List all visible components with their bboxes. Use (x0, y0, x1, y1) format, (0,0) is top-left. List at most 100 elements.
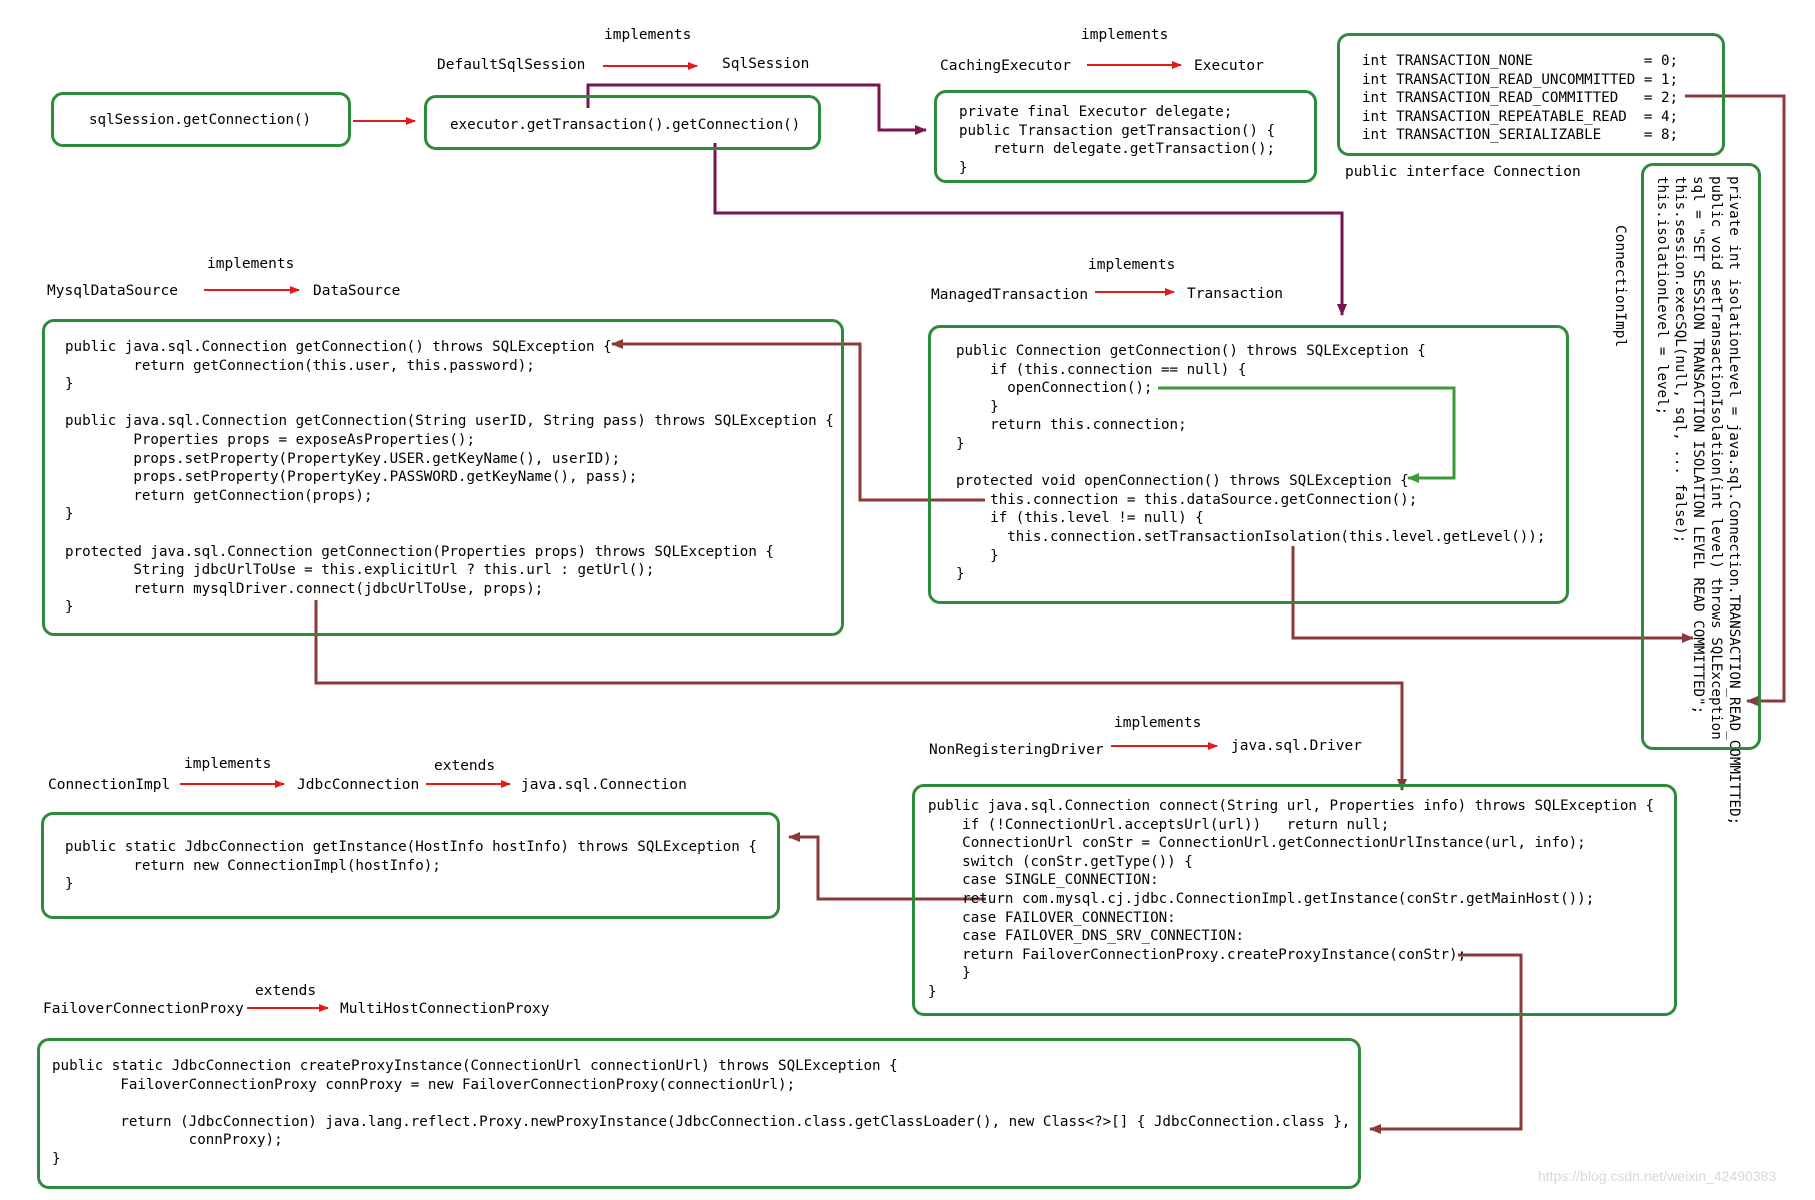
managedtransaction-box: public Connection getConnection() throws… (928, 325, 1569, 604)
code-executor-gettransaction: executor.getTransaction().getConnection(… (450, 117, 801, 133)
code-line: } (928, 984, 937, 1000)
code-sqlsession-getconnection: sqlSession.getConnection() (89, 112, 312, 128)
code-line: sql = "SET SESSION TRANSACTION ISOLATION… (1690, 176, 1706, 715)
code-line: public java.sql.Connection getConnection… (65, 413, 834, 430)
watermark: https://blog.csdn.net/weixin_42490383 (1538, 1168, 1777, 1184)
code-line: return this.connection; (956, 417, 1187, 434)
code-line: FailoverConnectionProxy connProxy = new … (52, 1076, 796, 1093)
flow-executor-to-cachingexecutor (586, 83, 927, 135)
transaction-label: Transaction (1187, 286, 1284, 302)
code-line: props.setProperty(PropertyKey.USER.getKe… (65, 450, 621, 467)
code-line: if (this.connection == null) { (956, 361, 1247, 378)
code-line: } (956, 566, 965, 583)
code-line: case SINGLE_CONNECTION: (928, 872, 1159, 889)
cachingexecutor-label: CachingExecutor (940, 58, 1071, 74)
extends-label: extends (434, 758, 496, 774)
code-line: return com.mysql.cj.jdbc.ConnectionImpl.… (928, 891, 1595, 907)
executor-label: Executor (1194, 58, 1264, 74)
jdbcconnection-label: JdbcConnection (297, 777, 420, 793)
code-line: case FAILOVER_DNS_SRV_CONNECTION: (928, 928, 1245, 945)
mysqldatasource-label: MysqlDataSource (47, 283, 178, 299)
code-line: public static JdbcConnection createProxy… (52, 1058, 898, 1074)
flow-datasource-getconnection (611, 339, 985, 502)
implements-label: implements (1114, 715, 1202, 731)
failoverproxy-box: public static JdbcConnection createProxy… (37, 1038, 1361, 1189)
code-line: return getConnection(this.user, this.pas… (65, 357, 535, 374)
code-line: ConnectionUrl conStr = ConnectionUrl.get… (928, 835, 1586, 852)
flow-createproxyinstance (1369, 953, 1523, 1134)
code-line: } (956, 436, 965, 452)
mysqldatasource-box: public java.sql.Connection getConnection… (42, 319, 844, 636)
jdbcconnection-getinstance-box: public static JdbcConnection getInstance… (41, 812, 780, 919)
code-line: props.setProperty(PropertyKey.PASSWORD.g… (65, 469, 638, 486)
code-line: if (this.level != null) { (956, 510, 1204, 527)
code-line: case FAILOVER_CONNECTION: (928, 909, 1176, 926)
code-line: } (65, 599, 74, 616)
code-line: String jdbcUrlToUse = this.explicitUrl ?… (65, 562, 655, 579)
isolation-constants-box: int TRANSACTION_NONE = 0; int TRANSACTIO… (1337, 33, 1725, 156)
code-line: return mysqlDriver.connect(jdbcUrlToUse,… (65, 580, 544, 597)
flow-connectionimpl-getinstance (788, 832, 986, 901)
code-line: public Transaction getTransaction() { (959, 122, 1276, 139)
code-line: this.connection = this.dataSource.getCon… (956, 491, 1418, 508)
flow-driver-connect (314, 600, 1407, 791)
flow-read-committed-constant (1685, 94, 1786, 706)
sqlsession-getconnection-box: sqlSession.getConnection() (51, 92, 351, 147)
implements-label: implements (207, 256, 295, 272)
failoverconnectionproxy-label: FailoverConnectionProxy (43, 1001, 244, 1017)
code-line: public static JdbcConnection getInstance… (65, 839, 757, 855)
nonregisteringdriver-box: public java.sql.Connection connect(Strin… (912, 784, 1677, 1016)
code-line: } (52, 1151, 61, 1167)
managedtransaction-label: ManagedTransaction (931, 287, 1089, 303)
code-line: connProxy); (52, 1132, 283, 1149)
implements-label: implements (604, 27, 692, 43)
code-line: } (956, 398, 999, 415)
java-sql-driver-label: java.sql.Driver (1231, 738, 1362, 754)
implements-label: implements (1088, 257, 1176, 273)
code-line: public java.sql.Connection getConnection… (65, 339, 612, 355)
flow-gettransaction-to-managedtransaction (713, 143, 1347, 316)
extends-label: extends (255, 983, 317, 999)
implements-label: implements (1081, 27, 1169, 43)
code-line: this.connection.setTransactionIsolation(… (956, 529, 1546, 545)
code-line: public void setTransactionIsolation(int … (1708, 176, 1724, 740)
code-line: return delegate.getTransaction(); (959, 141, 1276, 158)
connectionimpl-isolation-box: private int isolationLevel = java.sql.Co… (1641, 163, 1761, 825)
code-line: int TRANSACTION_NONE = 0; (1362, 53, 1679, 69)
code-line: return FailoverConnectionProxy.createPro… (928, 946, 1467, 963)
code-line: } (65, 876, 74, 893)
connectionimpl-label: ConnectionImpl (48, 777, 171, 793)
code-line: protected java.sql.Connection getConnect… (65, 543, 774, 560)
code-line: private final Executor delegate; (959, 104, 1233, 120)
multihostconnectionproxy-label: MultiHostConnectionProxy (340, 1001, 550, 1017)
code-line: } (65, 376, 74, 393)
sqlsession-label: SqlSession (722, 56, 810, 72)
code-line: return getConnection(props); (65, 487, 373, 504)
nonregisteringdriver-label: NonRegisteringDriver (929, 742, 1104, 758)
cachingexecutor-box: private final Executor delegate; public … (934, 90, 1317, 183)
flow-settransactionisolation (1291, 546, 1694, 643)
code-line: openConnection(); (956, 380, 1153, 397)
code-line: private int isolationLevel = java.sql.Co… (1726, 176, 1742, 826)
code-line: int TRANSACTION_READ_COMMITTED = 2; (1362, 90, 1679, 107)
code-line: protected void openConnection() throws S… (956, 473, 1409, 490)
code-line: } (959, 159, 968, 176)
code-line: int TRANSACTION_SERIALIZABLE = 8; (1362, 127, 1679, 144)
code-line: if (!ConnectionUrl.acceptsUrl(url)) retu… (928, 816, 1390, 833)
java-sql-connection-label: java.sql.Connection (521, 777, 687, 793)
code-line: Properties props = exposeAsProperties(); (65, 432, 475, 448)
code-line: } (956, 547, 999, 564)
code-line: this.isolationLevel = level; (1654, 176, 1670, 416)
code-line: return (JdbcConnection) java.lang.reflec… (52, 1113, 1351, 1130)
code-line: return new ConnectionImpl(hostInfo); (65, 857, 441, 874)
public-interface-connection-label: public interface Connection (1345, 164, 1581, 180)
code-line: } (65, 506, 74, 523)
defaultsqlsession-label: DefaultSqlSession (437, 57, 586, 73)
flow-openconnection-call (1158, 386, 1456, 483)
code-line: public java.sql.Connection connect(Strin… (928, 798, 1655, 814)
executor-gettransaction-box: executor.getTransaction().getConnection(… (424, 95, 821, 150)
implements-label: implements (184, 756, 272, 772)
code-line: int TRANSACTION_REPEATABLE_READ = 4; (1362, 108, 1679, 125)
